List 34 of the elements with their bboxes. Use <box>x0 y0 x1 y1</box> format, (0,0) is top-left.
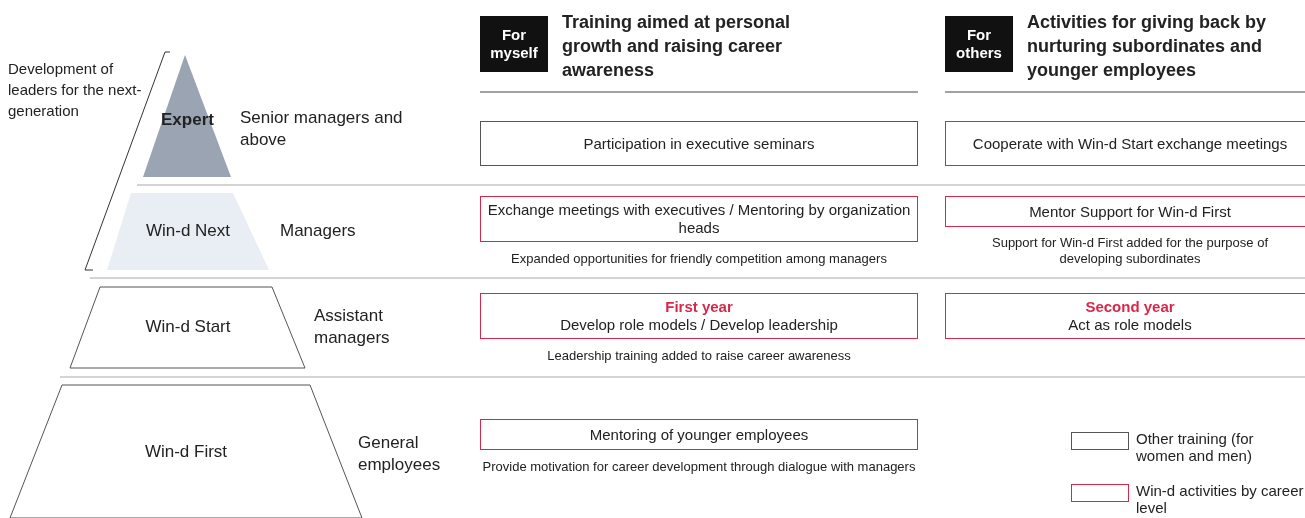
activity-box <box>480 196 918 242</box>
legend-label: Other training (for women and men) <box>1136 430 1255 464</box>
note-text: Provide motivation for career development through dialogue with managers <box>481 459 917 475</box>
header-tag: For myself <box>480 16 548 72</box>
header-tag: For others <box>945 16 1013 72</box>
role-label: Senior managers and above <box>240 107 404 151</box>
column-heading: Activities for giving back by nurturing subordinates and younger employees <box>1027 11 1268 82</box>
bracket-label: Development of leaders for the next-generation <box>8 59 143 121</box>
level-name: Win-d First <box>143 442 229 462</box>
column-heading: Training aimed at personal growth and raising career awareness <box>562 11 792 82</box>
level-name: Win-d Start <box>144 317 232 337</box>
role-label: General employees <box>358 432 442 476</box>
activity-box <box>480 121 918 166</box>
activity-text: Develop role models / Develop leadership <box>560 316 838 334</box>
activity-box <box>945 196 1305 227</box>
level-name: Win-d Next <box>144 221 232 241</box>
activity-box <box>480 419 918 450</box>
activity-text: Act as role models <box>1068 316 1192 334</box>
activity-text: Mentoring of younger employees <box>589 425 809 444</box>
activity-box <box>945 121 1305 166</box>
legend-label: Win-d activities by career level <box>1136 482 1305 516</box>
note-text: Leadership training added to raise career awareness <box>546 348 852 364</box>
activity-box <box>480 293 918 339</box>
activity-text: Exchange meetings with executives / Mentoring by organization heads <box>486 201 912 237</box>
activity-text: Participation in executive seminars <box>583 134 815 153</box>
year-label: Second year <box>1085 298 1175 316</box>
activity-text: Mentor Support for Win-d First <box>1029 202 1231 221</box>
note-text: Expanded opportunities for friendly competition among managers <box>510 251 888 267</box>
activity-box <box>945 293 1305 339</box>
note-text: Support for Win-d First added for the purpose of developing subordinates <box>991 235 1269 267</box>
year-label: First year <box>665 298 733 316</box>
role-label: Assistant managers <box>314 305 391 349</box>
role-label: Managers <box>280 220 357 242</box>
activity-text: Cooperate with Win-d Start exchange meetings <box>972 134 1288 153</box>
